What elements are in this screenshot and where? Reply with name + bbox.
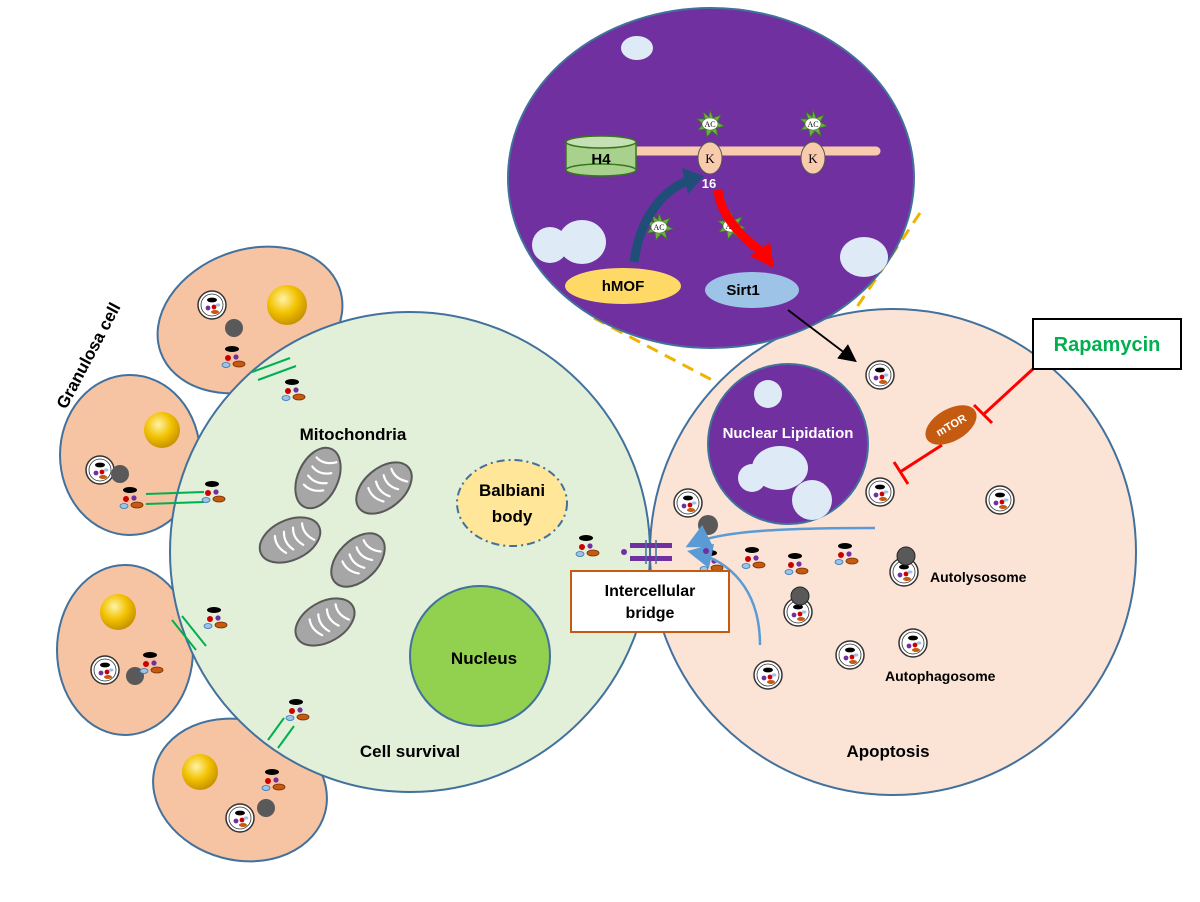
- cell-survival-label: Cell survival: [360, 742, 460, 761]
- sirt1-to-autophagosome-arrow: [787, 309, 857, 363]
- sirt1-label: Sirt1: [726, 282, 759, 299]
- lysine-label-1: K: [705, 151, 715, 166]
- transport-arrows: [685, 524, 876, 646]
- gap-junctions: [145, 357, 297, 749]
- intercellular-bridge-label-line1: Intercellular: [605, 583, 696, 600]
- nucleus-label: Nucleus: [451, 649, 517, 668]
- lysine-label-2: K: [808, 151, 818, 166]
- autophagosome-label: Autophagosome: [885, 668, 996, 684]
- acetyl-label-1: AC: [704, 120, 715, 129]
- acetyl-group-k16: AC: [696, 109, 725, 138]
- nuclear-lipidation: Nuclear Lipidation: [707, 363, 869, 525]
- mtor-node: mTOR: [925, 405, 977, 445]
- acetyl-group-hmof: AC: [645, 212, 674, 241]
- balbiani-body: Balbiani body: [456, 459, 568, 547]
- acetyl-label-3: AC: [653, 223, 664, 232]
- granulosa-cell-upper-left: [59, 374, 201, 536]
- autophagosome-icon: [835, 640, 865, 670]
- autolysosome-label: Autolysosome: [930, 569, 1027, 585]
- nuclear-lipidation-label: Nuclear Lipidation: [723, 425, 854, 442]
- hmof-label: hMOF: [602, 278, 645, 295]
- balbiani-body-label-line2: body: [492, 507, 533, 526]
- hmof-enzyme: hMOF: [565, 268, 681, 304]
- mtor-inhibition-path: [892, 366, 1036, 485]
- mitochondria-label: Mitochondria: [300, 425, 407, 444]
- lysine-second: K: [800, 141, 826, 175]
- intercellular-bridge: [621, 540, 709, 564]
- rapamycin-box: Rapamycin: [1032, 318, 1182, 370]
- h4-label: H4: [591, 151, 611, 168]
- hmof-acetylation-arrow: [629, 175, 692, 263]
- granulosa-cell-lower-left: [56, 564, 194, 736]
- h4-histone: H4: [565, 135, 637, 177]
- rapamycin-label: Rapamycin: [1054, 334, 1161, 356]
- acetyl-label-2: AC: [807, 120, 818, 129]
- sirt1-deacetylation-arrow: [713, 189, 765, 256]
- balbiani-body-label-line1: Balbiani: [479, 481, 545, 500]
- lysine-16: K 16: [697, 141, 723, 191]
- apoptosis-label: Apoptosis: [846, 742, 929, 761]
- histone-acetylation-panel: H4 K 16 K AC AC AC AC: [507, 7, 915, 349]
- sirt1-enzyme: Sirt1: [705, 272, 799, 308]
- intercellular-bridge-label-line2: bridge: [626, 605, 675, 622]
- acetyl-group-k-second: AC: [799, 109, 828, 138]
- nucleus: Nucleus: [409, 585, 551, 727]
- lysine-position-label: 16: [702, 176, 716, 191]
- intercellular-bridge-box: Intercellular bridge: [570, 570, 730, 633]
